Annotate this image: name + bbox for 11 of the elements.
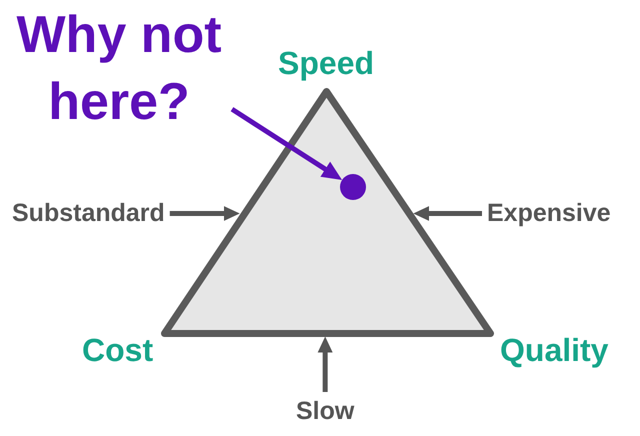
side-label: Expensive [487, 199, 611, 228]
arrow [170, 206, 240, 221]
arrow [318, 336, 333, 392]
corner-label: Speed [278, 45, 374, 82]
question-text: Why not here? [11, 2, 227, 136]
arrow [413, 206, 482, 221]
side-label: Substandard [12, 199, 165, 228]
corner-label: Quality [500, 332, 608, 369]
side-label: Slow [296, 397, 354, 426]
arrow [230, 107, 344, 182]
corner-label: Cost [82, 332, 154, 369]
